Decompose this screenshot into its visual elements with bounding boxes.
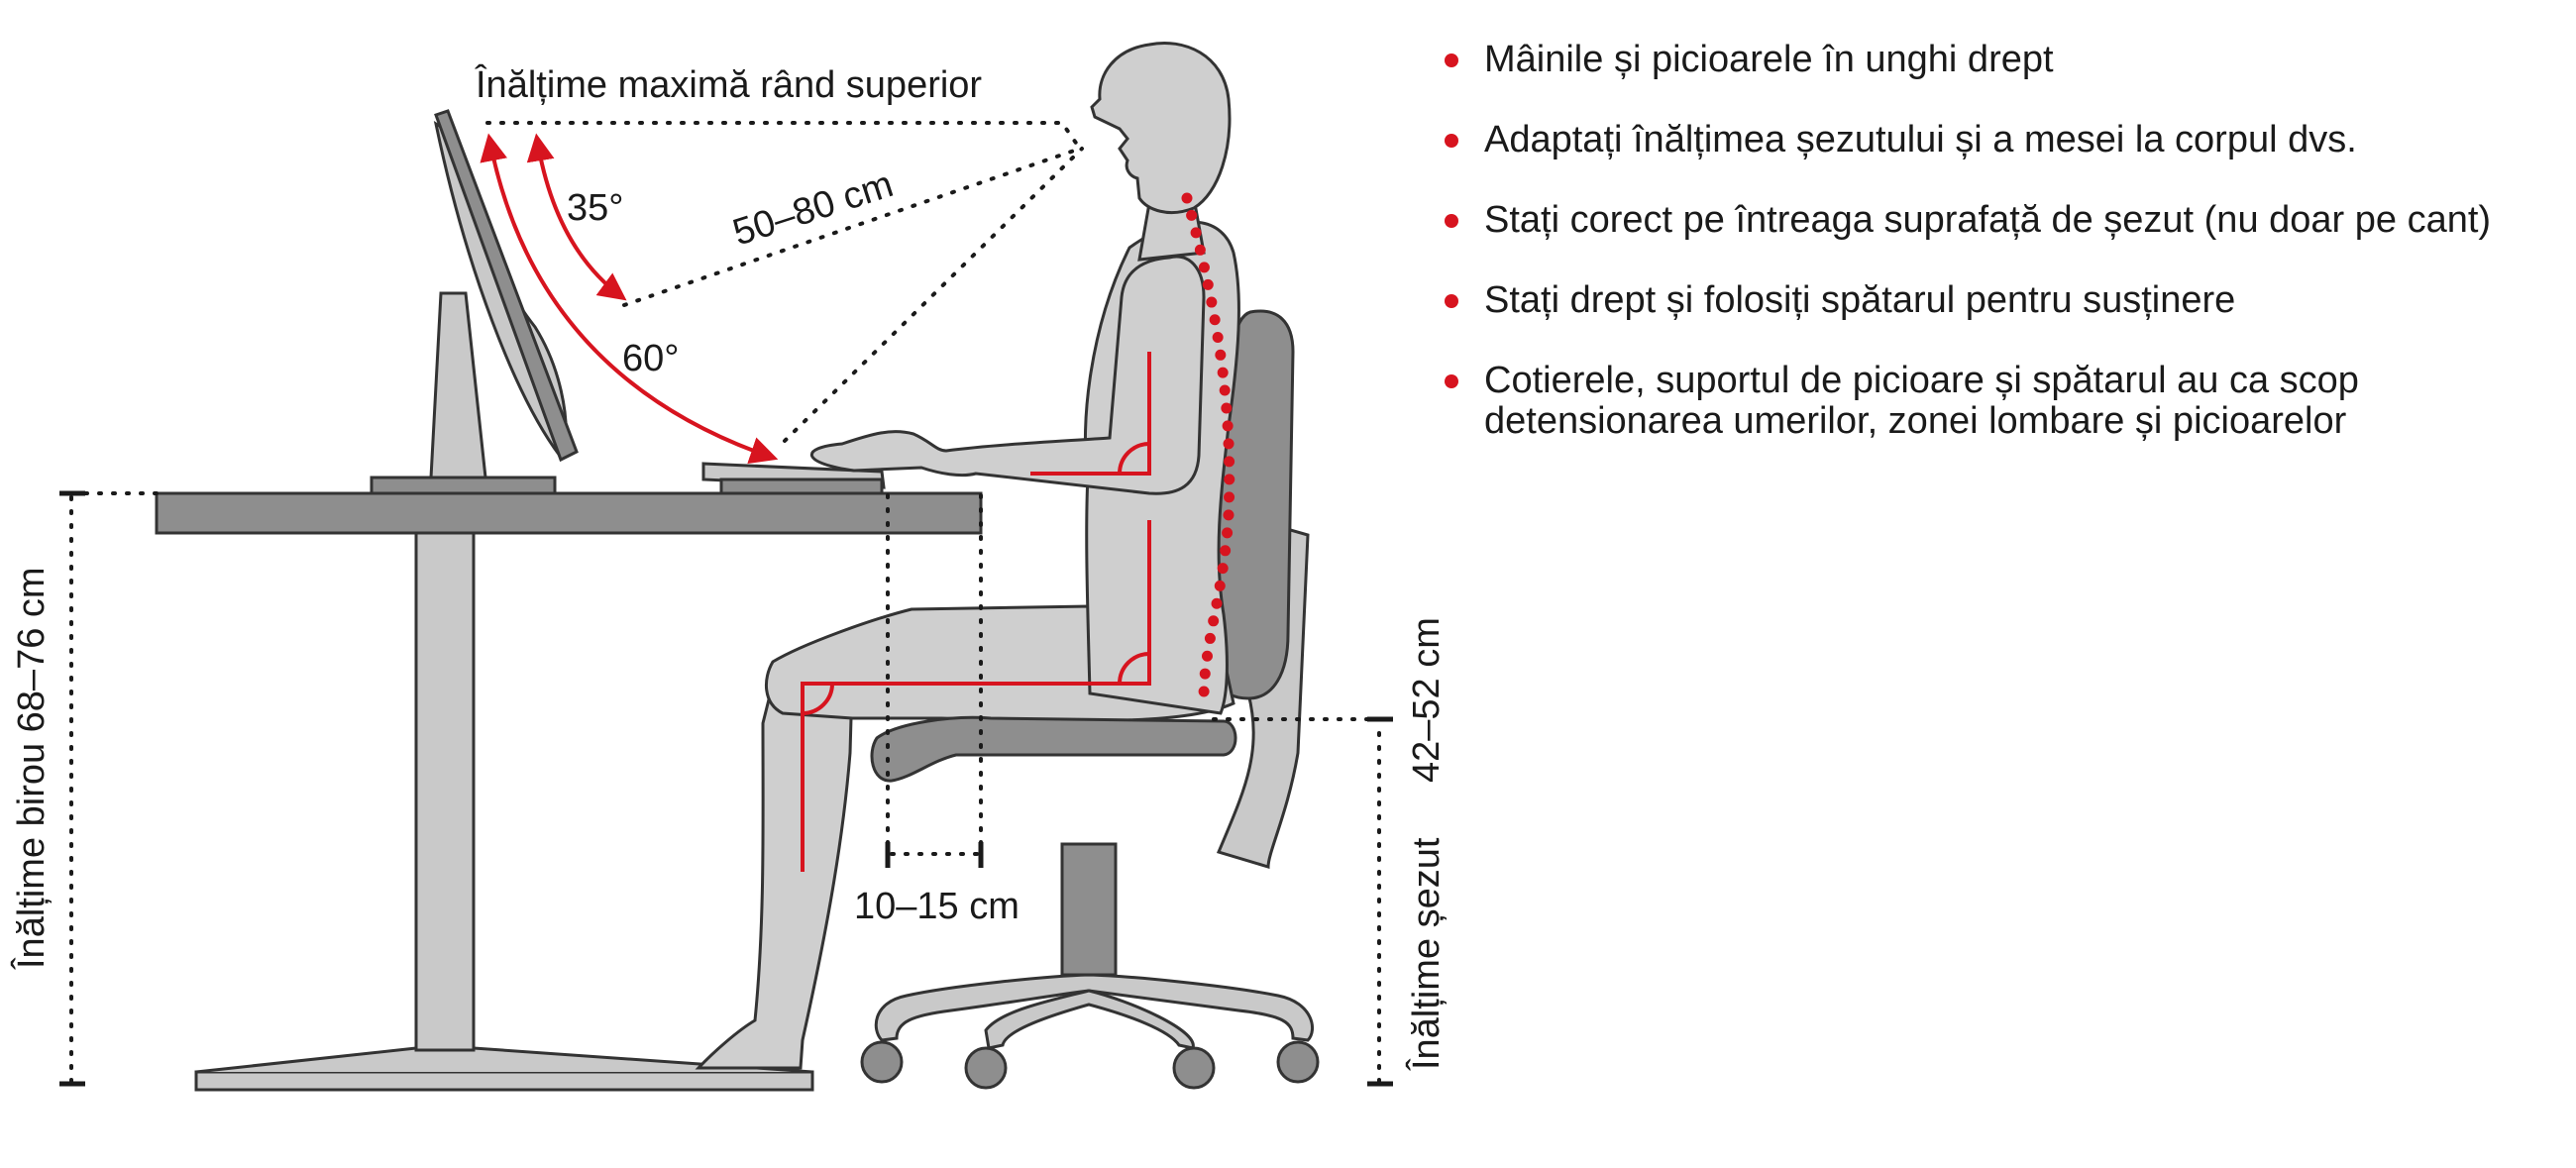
person-head (1090, 42, 1232, 215)
monitor-stand (429, 291, 487, 479)
desk-leg (414, 531, 476, 1052)
arrow-60 (480, 133, 779, 464)
person-lower-leg (695, 682, 854, 1070)
keyboard (701, 462, 886, 495)
measure-ticks (59, 490, 1393, 1087)
angle-60-label: 60° (622, 338, 679, 379)
seat-height-value: 42–52 cm (1406, 617, 1447, 783)
tip-text: Mâinile și picioarele în unghi drept (1484, 39, 2054, 80)
chair-caster (964, 1046, 1008, 1090)
chair-seat (870, 715, 1237, 783)
chair-column (1060, 842, 1118, 977)
spine-dotted-line (1181, 192, 1235, 704)
desk-foot (194, 1070, 814, 1092)
desk-height-label: Înălțime birou 68–76 cm (10, 567, 53, 970)
ergonomics-diagram: Înălțime maximă rând superior 35° 50–80 … (10, 42, 1447, 1092)
chair-front (860, 715, 1320, 1090)
red-dot-icon (1445, 294, 1458, 308)
tip-item: Adaptați înălțimea șezutului și a mesei … (1437, 120, 2546, 160)
tip-item: Stați drept și folosiți spătarul pentru … (1437, 280, 2546, 321)
desk (155, 491, 983, 1092)
tips-list: Mâinile și picioarele în unghi drept Ada… (1437, 40, 2546, 481)
red-dot-icon (1445, 214, 1458, 228)
seat-height-label: Înălțime șezut (1405, 837, 1447, 1071)
person (695, 42, 1240, 1070)
distance-label: 50–80 cm (728, 163, 899, 255)
red-dot-icon (1445, 53, 1458, 67)
posture-guides (801, 192, 1235, 872)
max-height-label: Înălțime maximă rând superior (475, 63, 982, 106)
tip-item: Cotierele, suportul de picioare și spăta… (1437, 361, 2546, 442)
monitor (370, 109, 579, 495)
chair-caster (860, 1040, 904, 1084)
red-dot-icon (1445, 134, 1458, 148)
desk-top (155, 491, 983, 535)
tip-text: Stați corect pe întreaga suprafață de șe… (1484, 199, 2492, 241)
person-arm (809, 255, 1206, 495)
red-dot-icon (1445, 374, 1458, 388)
angle-35-label: 35° (567, 187, 623, 229)
tip-text: Stați drept și folosiți spătarul pentru … (1484, 279, 2236, 321)
tip-item: Mâinile și picioarele în unghi drept (1437, 40, 2546, 80)
tip-text: Adaptați înălțimea șezutului și a mesei … (1484, 119, 2357, 160)
keyboard-gap-label: 10–15 cm (854, 886, 1020, 927)
tip-text: Cotierele, suportul de picioare și spăta… (1484, 360, 2359, 442)
measure-lines (69, 121, 1381, 1086)
monitor-base (370, 476, 557, 495)
tip-item: Stați corect pe întreaga suprafață de șe… (1437, 200, 2546, 241)
chair-caster (1276, 1040, 1320, 1084)
viewing-angle-arrows (480, 133, 779, 464)
chair-caster (1172, 1046, 1216, 1090)
